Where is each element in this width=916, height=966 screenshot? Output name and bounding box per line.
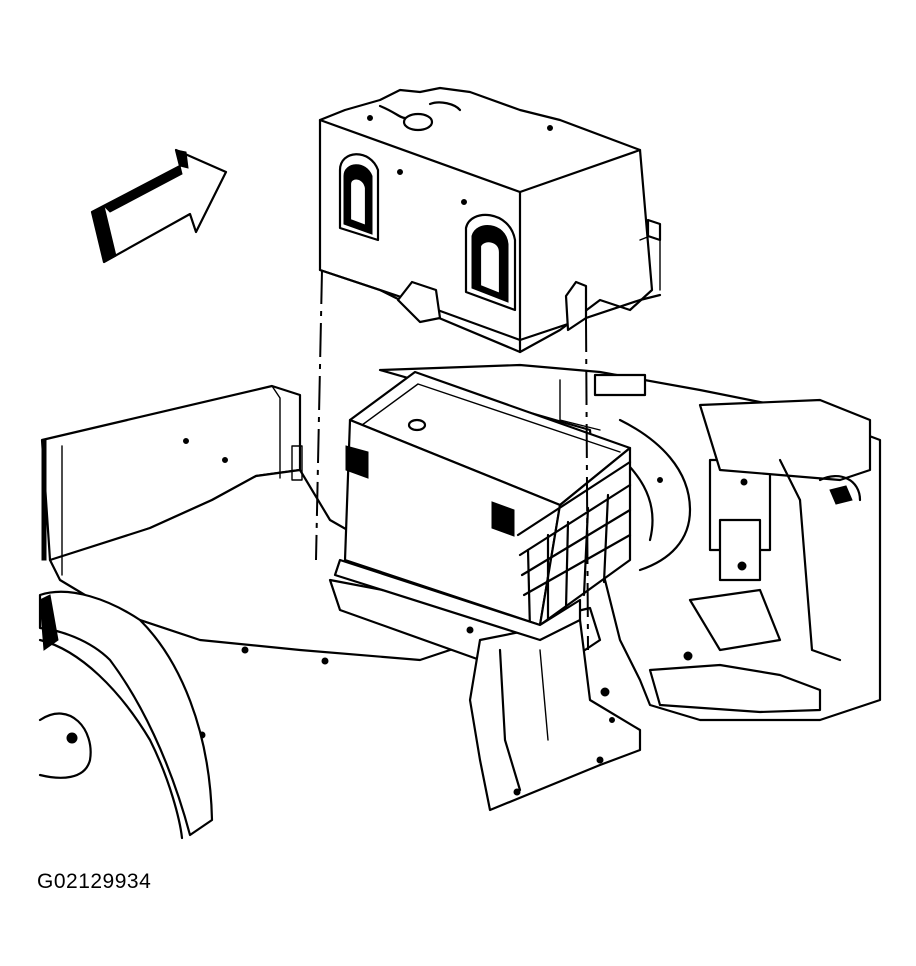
battery <box>333 370 632 642</box>
wheel-well <box>38 590 214 840</box>
battery-tray-bracket <box>328 578 642 812</box>
figure-reference-number: G02129934 <box>37 870 152 893</box>
battery-cell-grid <box>516 460 632 632</box>
forward-arrow-icon <box>90 148 228 264</box>
battery-cover <box>318 86 662 354</box>
alignment-guides <box>315 269 589 651</box>
fastener-details <box>466 477 853 697</box>
